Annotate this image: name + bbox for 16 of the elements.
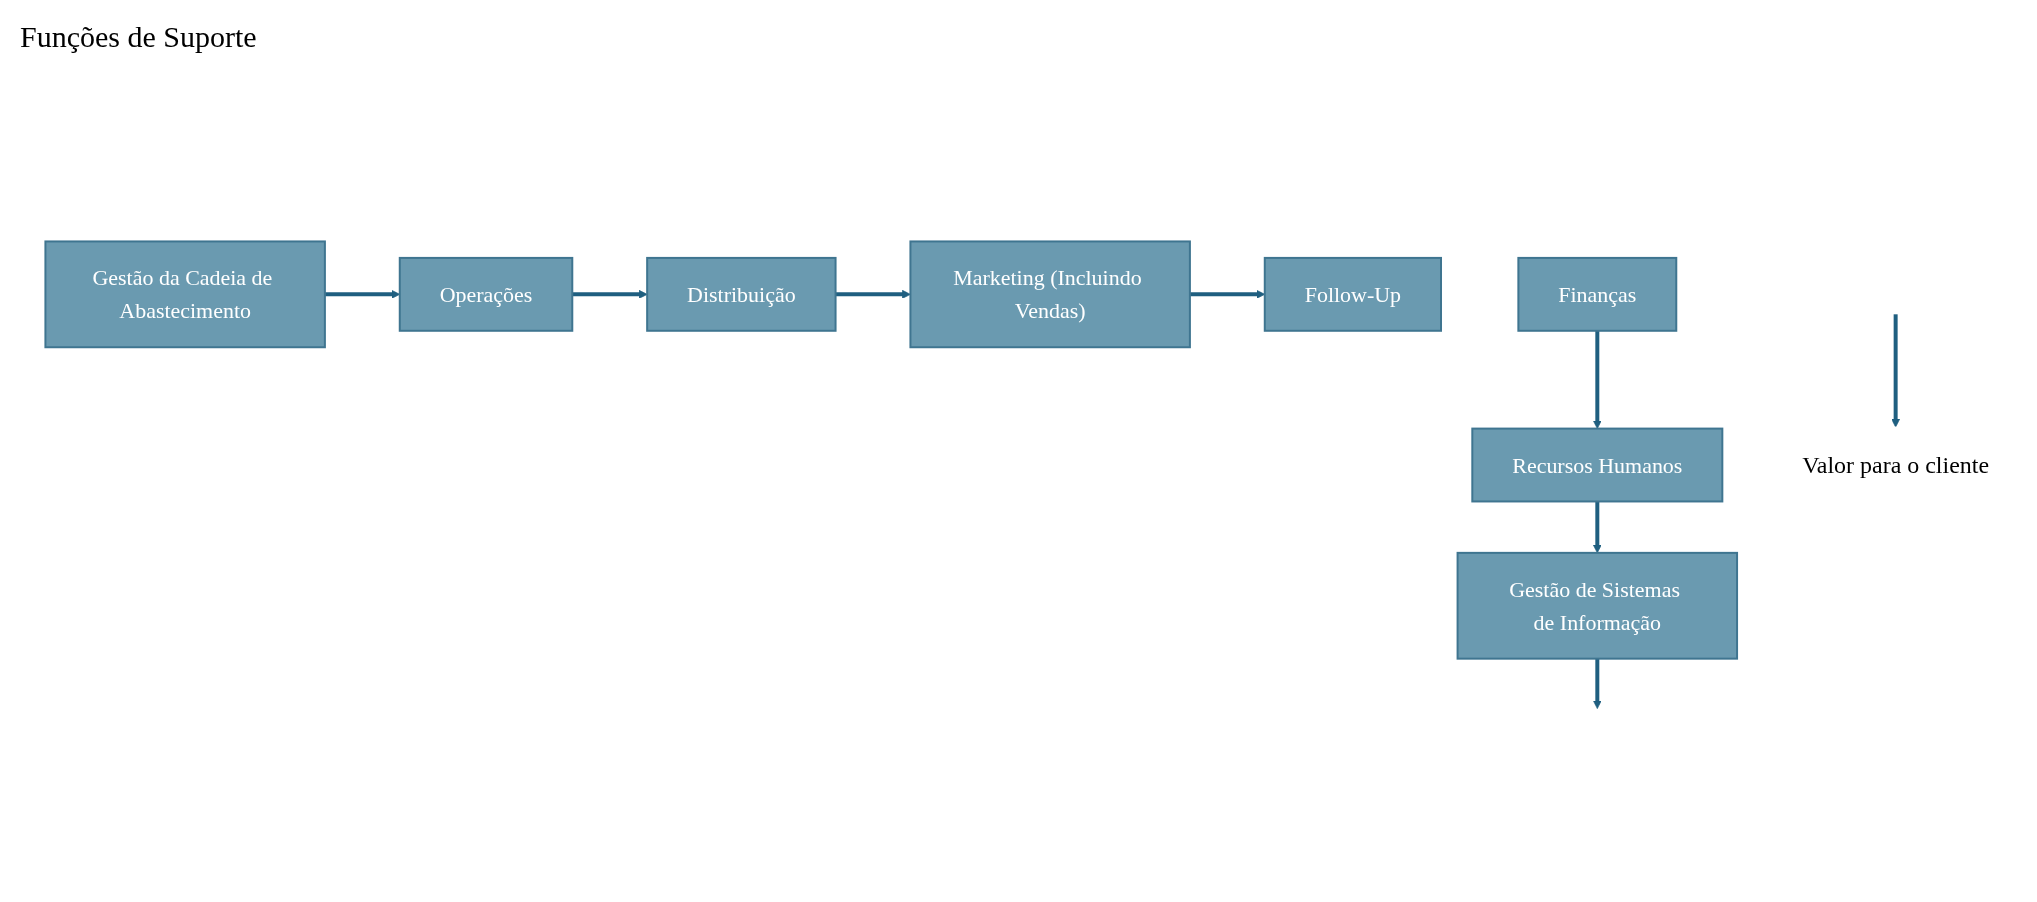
arrow: [1592, 658, 1602, 709]
node-box: Distribuição: [646, 256, 837, 332]
node-box: Marketing (Incluindo Vendas): [909, 240, 1191, 349]
arrow: [1592, 501, 1602, 554]
section-label: Funções de Suporte: [20, 20, 257, 54]
arrow: [1891, 314, 1901, 428]
node-box: Finanças: [1517, 256, 1678, 332]
arrow: [572, 289, 648, 299]
node-box: Follow-Up: [1263, 256, 1442, 332]
node-box: Operações: [398, 256, 574, 332]
arrow: [835, 289, 911, 299]
node-box: Gestão da Cadeia de Abastecimento: [44, 240, 326, 349]
arrow: [1592, 330, 1602, 429]
node-text: Valor para o cliente: [1802, 452, 1990, 478]
node-box: Recursos Humanos: [1471, 427, 1724, 503]
node-box: Gestão de Sistemas de Informação: [1456, 551, 1739, 660]
